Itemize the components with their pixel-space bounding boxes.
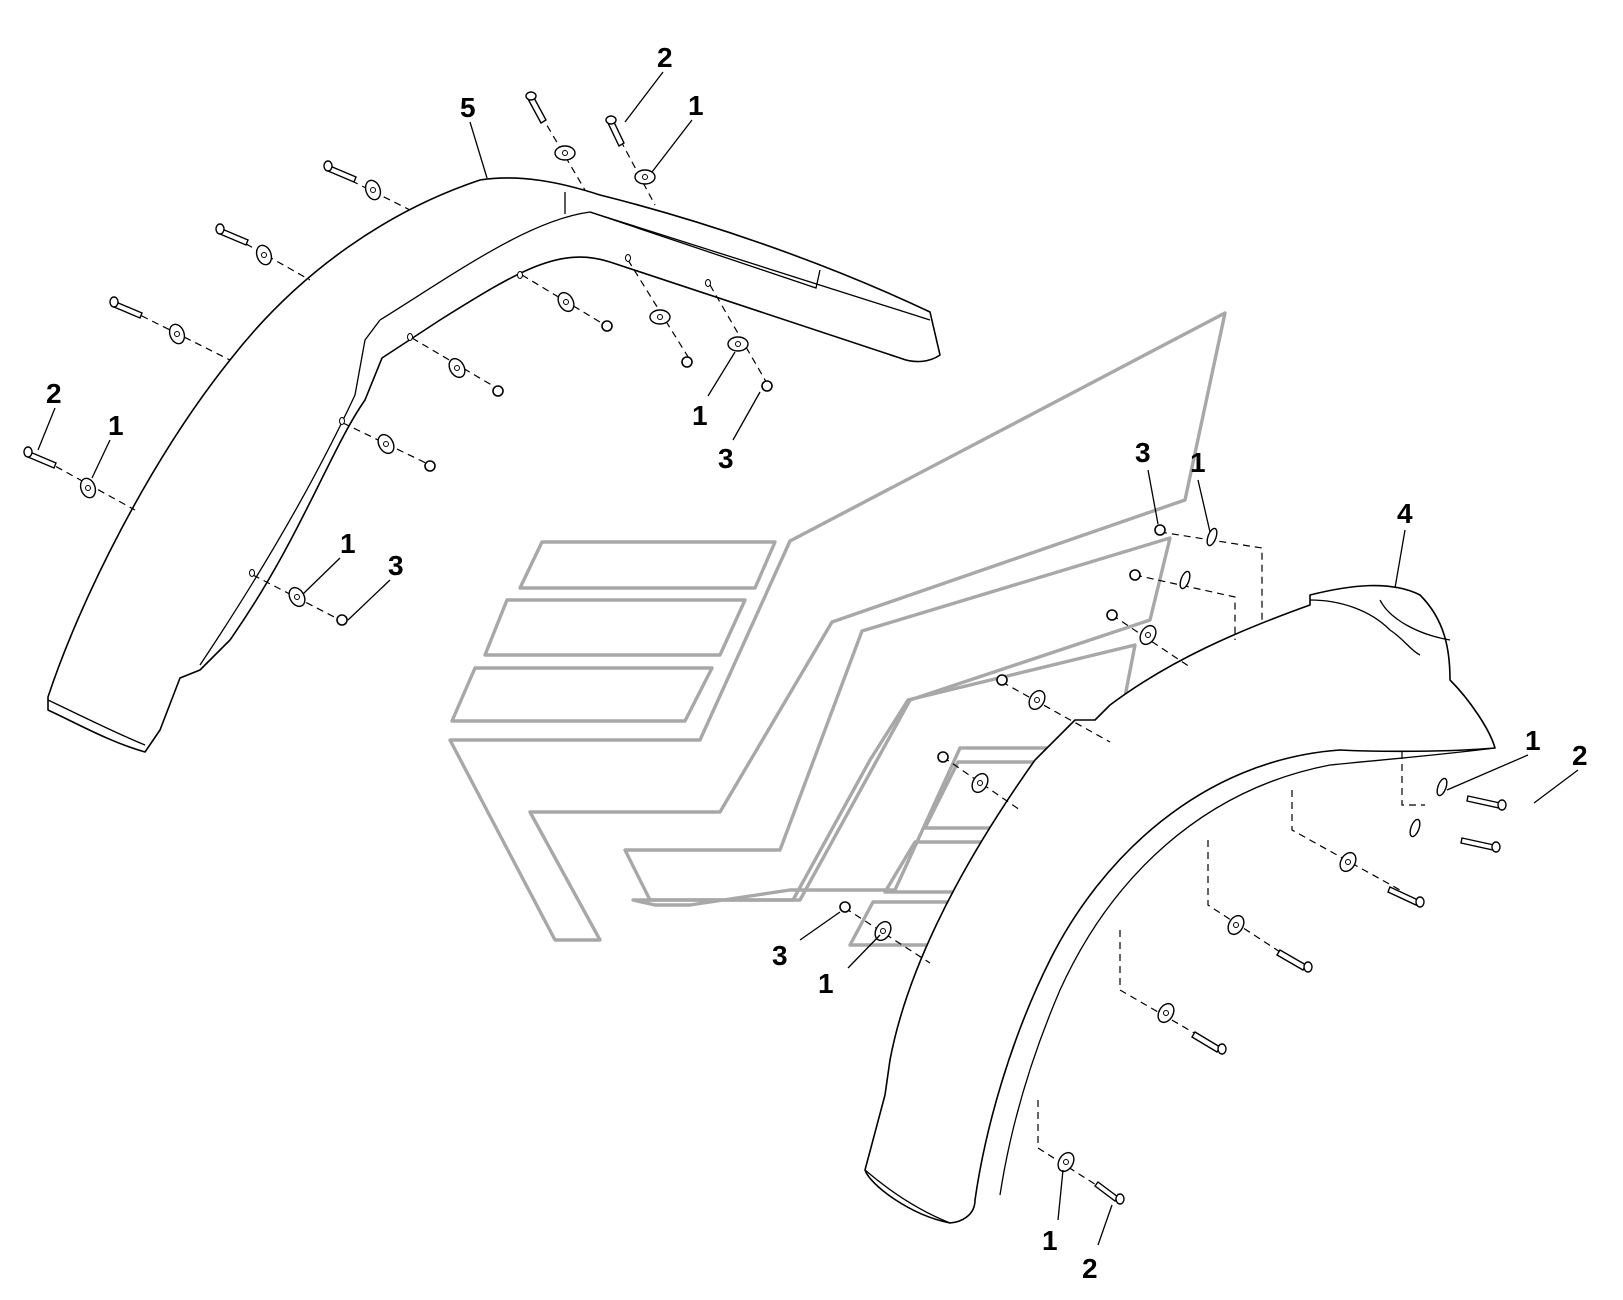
washer — [1227, 914, 1245, 936]
washer — [1436, 777, 1448, 797]
left-fender — [47, 177, 941, 753]
callout-number: 2 — [1082, 1253, 1098, 1284]
washer — [1409, 818, 1421, 838]
bolt — [525, 91, 547, 124]
right-fender — [864, 584, 1496, 1224]
right-fender-body — [864, 584, 1496, 1224]
nut — [1106, 609, 1118, 621]
left-fender-body — [47, 177, 941, 753]
nut — [839, 901, 851, 913]
nut — [996, 674, 1008, 686]
callout-leaders — [37, 71, 1579, 1246]
washer — [727, 336, 749, 352]
bolt — [1460, 837, 1501, 853]
washer — [1028, 689, 1046, 711]
left-fender-skirt — [199, 319, 381, 666]
washer — [1206, 527, 1218, 547]
bolt — [1387, 886, 1425, 908]
washer — [1157, 1002, 1175, 1024]
washer — [168, 323, 186, 345]
callout-number: 1 — [340, 528, 356, 559]
callout-number: 1 — [688, 90, 704, 121]
callout-number: 1 — [1042, 1225, 1058, 1256]
nut — [681, 356, 693, 368]
washer — [649, 309, 671, 325]
washer — [377, 433, 395, 455]
right-fender-flare — [1379, 599, 1451, 641]
callout-number: 3 — [388, 550, 404, 581]
callout-number: 2 — [46, 378, 62, 409]
nut — [761, 380, 773, 392]
nut — [336, 614, 348, 626]
washer — [634, 169, 656, 185]
bolt — [323, 160, 357, 183]
washer — [288, 586, 306, 608]
left-fender-edge — [47, 699, 146, 746]
callout-number: 1 — [1525, 725, 1541, 756]
nut — [937, 751, 949, 763]
bolt — [1276, 949, 1313, 973]
stripe-chevron-2 — [623, 536, 1172, 902]
callout-number: 5 — [460, 92, 476, 123]
washer — [1139, 624, 1157, 646]
bolt — [605, 115, 625, 147]
callout-number: 2 — [1572, 740, 1588, 771]
bolt — [1191, 1031, 1227, 1055]
bolt — [1094, 1181, 1125, 1205]
bolt — [109, 296, 143, 319]
callout-number: 3 — [772, 940, 788, 971]
callout-labels: 5 2 1 2 1 1 3 1 3 3 1 4 1 2 3 1 1 2 — [46, 42, 1588, 1284]
washer — [1057, 1151, 1075, 1173]
washer — [255, 244, 273, 266]
stripe-left-2 — [483, 598, 747, 657]
washer — [79, 477, 97, 499]
left-fender-hardware — [23, 91, 773, 626]
nut — [424, 460, 436, 472]
right-fender-edge — [864, 1169, 951, 1224]
callout-number: 1 — [692, 400, 708, 431]
callout-number: 2 — [657, 42, 673, 73]
callout-number: 1 — [1190, 447, 1206, 478]
stripe-left-3 — [450, 666, 714, 723]
right-fender-top-curve — [1309, 599, 1421, 656]
body-panel-outline — [448, 311, 1227, 942]
nut — [1154, 524, 1166, 536]
nut — [492, 385, 504, 397]
washer — [971, 772, 989, 794]
washer — [557, 291, 575, 313]
washer — [1339, 851, 1357, 873]
washer — [1179, 570, 1191, 590]
right-fender-rib — [999, 747, 1496, 1196]
callout-number: 3 — [1135, 437, 1151, 468]
callout-number: 4 — [1397, 498, 1413, 529]
nut — [601, 320, 613, 332]
callout-number: 3 — [718, 443, 734, 474]
bolt — [23, 446, 57, 469]
callout-number: 1 — [108, 410, 124, 441]
nut — [1129, 569, 1141, 581]
left-fender-inner-rib-2 — [564, 192, 821, 289]
stripe-left-1 — [518, 540, 777, 590]
bolt — [1466, 795, 1507, 811]
washer — [448, 357, 466, 379]
left-fender-inner-rib — [379, 211, 931, 321]
washer — [554, 145, 576, 161]
bolt — [215, 223, 249, 246]
washer — [364, 179, 382, 201]
callout-number: 1 — [818, 968, 834, 999]
